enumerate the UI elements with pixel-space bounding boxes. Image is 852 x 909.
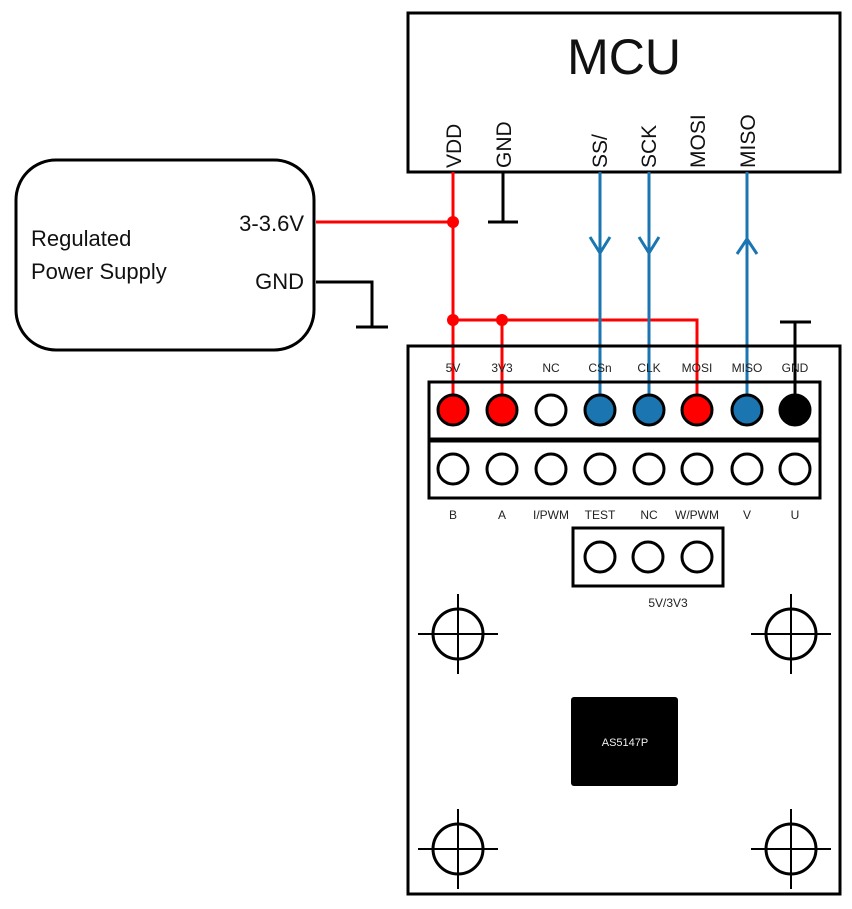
- board-outline: [406, 344, 842, 896]
- bottom-header-pin: [485, 452, 519, 486]
- top-header-labels: 5V 3V3 NC CSn CLK MOSI MISO GND: [446, 361, 809, 375]
- mcu-title: MCU: [567, 29, 681, 85]
- mcu-pin-vdd: VDD: [443, 124, 466, 168]
- bottom-header-pin: [534, 452, 568, 486]
- supply-gnd-wire: [316, 280, 374, 327]
- top-header-label: GND: [782, 361, 809, 375]
- top-header-label: CSn: [588, 361, 611, 375]
- top-header-pin: [680, 393, 714, 427]
- bottom-header-label: TEST: [585, 508, 616, 522]
- power-supply-title-line2: Power Supply: [31, 259, 167, 284]
- mounting-holes: [418, 594, 831, 889]
- chip: [571, 697, 678, 786]
- bottom-header-label: W/PWM: [675, 508, 719, 522]
- jumper-pin: [680, 540, 714, 574]
- bottom-header-label: B: [449, 508, 457, 522]
- jumper-box: [571, 526, 725, 588]
- power-supply-box: [14, 158, 316, 352]
- mcu-pin-gnd: GND: [493, 121, 516, 168]
- top-header-pin: [534, 393, 568, 427]
- bottom-header-pin: [680, 452, 714, 486]
- top-header-pin: [778, 393, 812, 427]
- power-supply-title-line1: Regulated: [31, 226, 131, 251]
- bottom-header-pin: [583, 452, 617, 486]
- vdd-bus-to-mosi-wire: [453, 318, 699, 410]
- arrow-down-icon: [637, 236, 661, 256]
- bottom-header-label: NC: [640, 508, 658, 522]
- mounting-hole-icon: [418, 594, 498, 674]
- arrow-down-icon: [588, 236, 612, 256]
- bottom-header-pins: [436, 452, 812, 486]
- junction-dot: [496, 314, 508, 326]
- bottom-header-label: V: [743, 508, 751, 522]
- jumper-pin: [583, 540, 617, 574]
- power-supply-gnd-label: GND: [255, 269, 304, 294]
- mounting-hole-icon: [418, 809, 498, 889]
- mcu-pin-miso: MISO: [737, 114, 760, 168]
- chip-label: AS5147P: [602, 737, 648, 749]
- top-header-pin: [485, 393, 519, 427]
- mcu-pin-mosi: MOSI: [687, 114, 710, 168]
- top-header-label: MISO: [732, 361, 763, 375]
- junction-dot: [447, 216, 459, 228]
- top-header-label: MOSI: [682, 361, 713, 375]
- bottom-header-label: A: [498, 508, 506, 522]
- top-header-pin: [583, 393, 617, 427]
- top-header-label: NC: [542, 361, 560, 375]
- mounting-hole-icon: [751, 594, 831, 674]
- top-header-label: CLK: [637, 361, 660, 375]
- mcu-box: [406, 11, 842, 174]
- bottom-header-pin: [730, 452, 764, 486]
- junction-dot: [447, 314, 459, 326]
- top-header-pin: [730, 393, 764, 427]
- mcu-pin-ss: SS/: [589, 134, 612, 168]
- bottom-header-label: U: [791, 508, 800, 522]
- bottom-header-box: [427, 439, 822, 500]
- top-header-box: [427, 380, 822, 441]
- top-header-label: 3V3: [491, 361, 513, 375]
- mcu-pin-sck: SCK: [638, 125, 661, 168]
- top-header-pin: [436, 393, 470, 427]
- top-header-label: 5V: [446, 361, 461, 375]
- bottom-header-label: I/PWM: [533, 508, 569, 522]
- mcu-block: MCU VDD GND SS/ SCK MOSI MISO: [406, 11, 842, 174]
- power-supply-block: Regulated Power Supply 3-3.6V GND: [14, 158, 316, 352]
- bottom-header-labels: B A I/PWM TEST NC W/PWM V U: [449, 508, 799, 522]
- bottom-header-pin: [436, 452, 470, 486]
- top-header-pin: [632, 393, 666, 427]
- spi-wires: [588, 172, 759, 410]
- arrow-up-icon: [735, 236, 759, 255]
- ground-wires: [316, 172, 811, 410]
- bottom-header-pin: [632, 452, 666, 486]
- mounting-hole-icon: [751, 809, 831, 889]
- bottom-header-pin: [778, 452, 812, 486]
- power-supply-out-label: 3-3.6V: [239, 211, 304, 236]
- jumper-pin: [631, 540, 665, 574]
- jumper-label: 5V/3V3: [648, 596, 688, 610]
- top-header-pins: [436, 393, 812, 427]
